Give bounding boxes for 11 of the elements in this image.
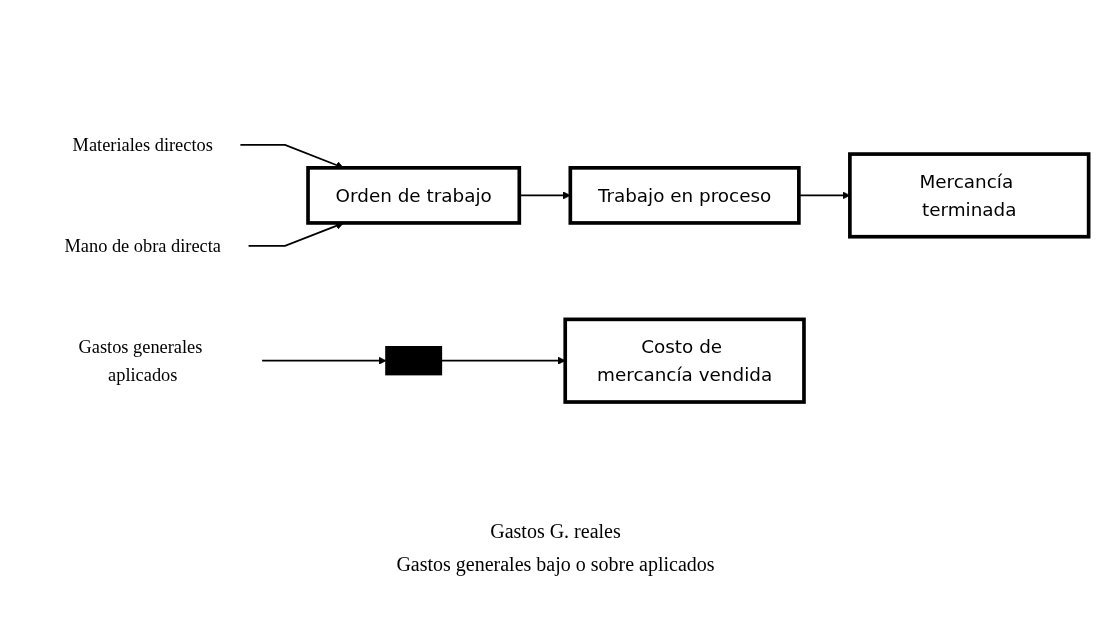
node-text: Mano de obra directa xyxy=(63,236,221,257)
arrow xyxy=(260,356,386,366)
node-bar xyxy=(384,346,442,376)
note-text: Gastos G. reales xyxy=(490,520,621,543)
node-box: Orden de trabajo xyxy=(305,166,521,226)
node-text: Materiales directos xyxy=(72,135,213,156)
note-text: Gastos generales bajo o sobre aplicados xyxy=(396,553,715,576)
node-box: Mercancía terminada xyxy=(847,152,1090,239)
node-box: Trabajo en proceso xyxy=(568,166,801,226)
node-text: Gastos generales aplicados xyxy=(77,337,202,385)
node-box: Costo de mercancía vendida xyxy=(562,317,806,405)
